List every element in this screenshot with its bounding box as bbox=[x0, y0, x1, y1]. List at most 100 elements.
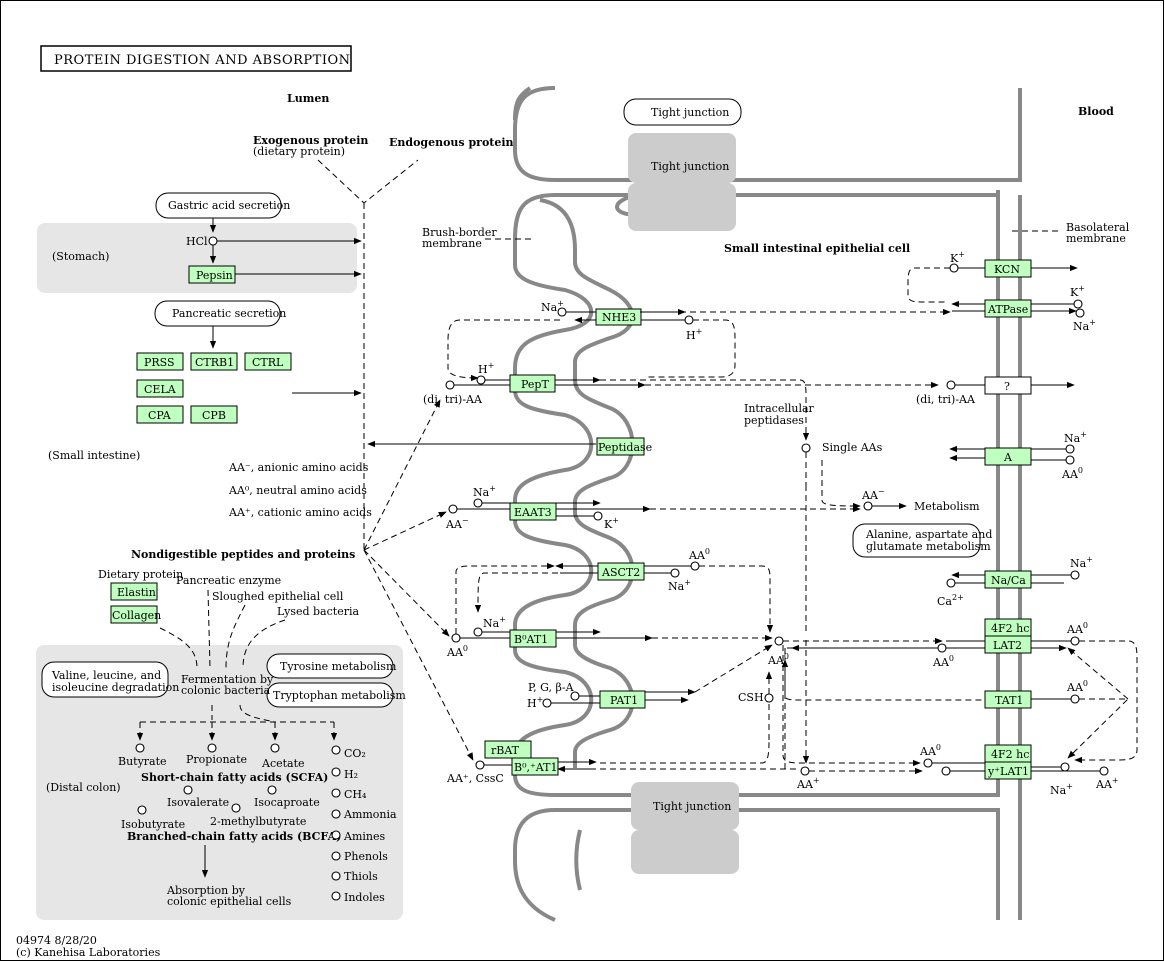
aa0-node-ylat1[interactable] bbox=[923, 758, 933, 768]
gene-unknown-transporter[interactable]: ? bbox=[984, 376, 1032, 395]
na-node-nhe3[interactable] bbox=[557, 307, 567, 317]
acetate-node[interactable] bbox=[270, 743, 280, 753]
aa-minus-label: AA− bbox=[445, 516, 469, 531]
tight-junction-label-3[interactable]: Tight junction bbox=[653, 800, 731, 813]
na-node-asct2[interactable] bbox=[670, 568, 680, 578]
gene-prss[interactable]: PRSS bbox=[136, 352, 184, 371]
na-node-a[interactable] bbox=[1065, 444, 1075, 454]
gene-cpb[interactable]: CPB bbox=[190, 405, 238, 424]
svg-text:CPA: CPA bbox=[148, 409, 172, 422]
gene-pept[interactable]: PepT bbox=[509, 374, 556, 393]
gene-nhe3[interactable]: NHE3 bbox=[595, 308, 642, 326]
gene-kcn[interactable]: KCN bbox=[984, 259, 1032, 278]
gene-collagen[interactable]: Collagen bbox=[110, 605, 161, 624]
methylbutyrate-label: 2-methylbutyrate bbox=[210, 815, 306, 828]
map-valine-degradation[interactable]: Valine, leucine, and isoleucine degradat… bbox=[41, 661, 179, 698]
ditri-aa-node-right[interactable] bbox=[946, 380, 956, 390]
map-tryptophan-metabolism[interactable]: Tryptophan metabolism bbox=[266, 682, 406, 708]
gene-4f2hc-2[interactable]: 4F2 hc bbox=[984, 744, 1032, 763]
svg-text:Elastin: Elastin bbox=[117, 586, 156, 599]
na-node-b0at1[interactable] bbox=[473, 627, 483, 637]
hcl-node[interactable] bbox=[208, 236, 218, 246]
na-node-naca[interactable] bbox=[1070, 570, 1080, 580]
csh-node[interactable] bbox=[764, 693, 774, 703]
aa0-pool-node[interactable] bbox=[774, 636, 784, 646]
svg-text:NHE3: NHE3 bbox=[602, 311, 636, 324]
gene-atpase[interactable]: ATPase bbox=[984, 299, 1032, 318]
aa-plus-cssc-node[interactable] bbox=[475, 760, 485, 770]
aa-plus-node-ylat1[interactable] bbox=[941, 766, 951, 776]
na-node-atpase[interactable] bbox=[1075, 308, 1085, 318]
aa0-node-tat1[interactable] bbox=[1070, 694, 1080, 704]
aa0-node-a[interactable] bbox=[1065, 455, 1075, 465]
svg-text:Tryptophan metabolism: Tryptophan metabolism bbox=[273, 689, 406, 702]
asct2-out bbox=[474, 572, 598, 613]
aa0-node-asct2[interactable] bbox=[690, 561, 700, 571]
gene-elastin[interactable]: Elastin bbox=[110, 582, 158, 601]
aa-plus-node[interactable] bbox=[800, 766, 810, 776]
gene-4f2hc-1[interactable]: 4F2 hc bbox=[984, 618, 1032, 637]
aa0-node-lat2-in[interactable] bbox=[937, 643, 947, 653]
isocaproate-node[interactable] bbox=[267, 785, 277, 795]
map-gastric-acid-secretion[interactable]: Gastric acid secretion bbox=[155, 192, 290, 219]
k-node-kcn[interactable] bbox=[949, 263, 959, 273]
gene-b0at1[interactable]: B⁰AT1 bbox=[509, 629, 557, 648]
gene-rbat[interactable]: rBAT bbox=[484, 740, 532, 759]
map-alanine-metabolism[interactable]: Alanine, aspartate and glutamate metabol… bbox=[852, 523, 992, 558]
gene-pepsin[interactable]: Pepsin bbox=[188, 265, 236, 284]
map-tyrosine-metabolism[interactable]: Tyrosine metabolism bbox=[266, 653, 397, 679]
svg-text:CTRB1: CTRB1 bbox=[195, 356, 234, 369]
sloughed-label: Sloughed epithelial cell bbox=[212, 590, 344, 603]
gene-tat1[interactable]: TAT1 bbox=[984, 690, 1032, 709]
map-pancreatic-secretion[interactable]: Pancreatic secretion bbox=[154, 300, 286, 327]
dietary-protein-label: Dietary protein bbox=[98, 568, 183, 581]
h-node-pat1[interactable] bbox=[542, 698, 552, 708]
gene-naca[interactable]: Na/Ca bbox=[984, 570, 1032, 589]
methylbutyrate-node[interactable] bbox=[231, 803, 241, 813]
gene-asct2[interactable]: ASCT2 bbox=[597, 562, 645, 581]
isovalerate-node[interactable] bbox=[183, 785, 193, 795]
h-label-pept: H+ bbox=[478, 361, 494, 376]
gene-ctrl[interactable]: CTRL bbox=[244, 352, 292, 371]
k-node-eaat3[interactable] bbox=[593, 511, 603, 521]
aa0-node-b0at1[interactable] bbox=[451, 633, 461, 643]
colonic-product-nodes[interactable] bbox=[331, 745, 341, 901]
svg-text:B⁰AT1: B⁰AT1 bbox=[514, 633, 548, 646]
map-tight-junction-top[interactable]: Tight junction bbox=[623, 98, 742, 126]
brush-border-label-2: membrane bbox=[422, 237, 482, 250]
gene-cela[interactable]: CELA bbox=[136, 379, 184, 398]
propionate-node[interactable] bbox=[207, 743, 217, 753]
k-node-atpase[interactable] bbox=[1073, 299, 1083, 309]
phenols-label: Phenols bbox=[344, 850, 388, 863]
na-label-ylat1: Na+ bbox=[1050, 782, 1073, 797]
ditri-aa-node-left[interactable] bbox=[445, 380, 455, 390]
butyrate-node[interactable] bbox=[135, 743, 145, 753]
epithelial-cell-label: Small intestinal epithelial cell bbox=[724, 242, 910, 255]
gene-peptidase[interactable]: Peptidase bbox=[596, 437, 652, 456]
gene-lat2[interactable]: LAT2 bbox=[984, 635, 1032, 654]
ca-node[interactable] bbox=[946, 578, 956, 588]
gene-ctrb1[interactable]: CTRB1 bbox=[190, 352, 238, 371]
gene-pat1[interactable]: PAT1 bbox=[599, 690, 646, 709]
aa-anionic-node[interactable] bbox=[448, 504, 458, 514]
gene-b0plus-at1[interactable]: B⁰,⁺AT1 bbox=[511, 757, 559, 776]
na-node-ylat1[interactable] bbox=[1060, 762, 1070, 772]
svg-text:Valine, leucine, and: Valine, leucine, and bbox=[51, 669, 161, 682]
gene-ylat1[interactable]: y⁺LAT1 bbox=[984, 761, 1032, 780]
pgba-node[interactable] bbox=[570, 691, 580, 701]
h-node-nhe3[interactable] bbox=[684, 315, 694, 325]
gene-a[interactable]: A bbox=[984, 447, 1032, 466]
aa-plus-out-node[interactable] bbox=[1099, 766, 1109, 776]
gene-eaat3[interactable]: EAAT3 bbox=[509, 502, 557, 521]
tight-junction-label-2[interactable]: Tight junction bbox=[651, 160, 729, 173]
svg-text:Tight junction: Tight junction bbox=[651, 106, 729, 119]
stomach-label: (Stomach) bbox=[52, 250, 109, 263]
h-node-pept[interactable] bbox=[476, 375, 486, 385]
aa-minus-intracellular-node[interactable] bbox=[863, 501, 873, 511]
isobutyrate-node[interactable] bbox=[137, 805, 147, 815]
gene-cpa[interactable]: CPA bbox=[136, 405, 184, 424]
aa0-node-lat2-out[interactable] bbox=[1070, 636, 1080, 646]
single-aas-node[interactable] bbox=[801, 443, 811, 453]
blood-label: Blood bbox=[1078, 105, 1114, 118]
na-node-eaat3[interactable] bbox=[473, 498, 483, 508]
